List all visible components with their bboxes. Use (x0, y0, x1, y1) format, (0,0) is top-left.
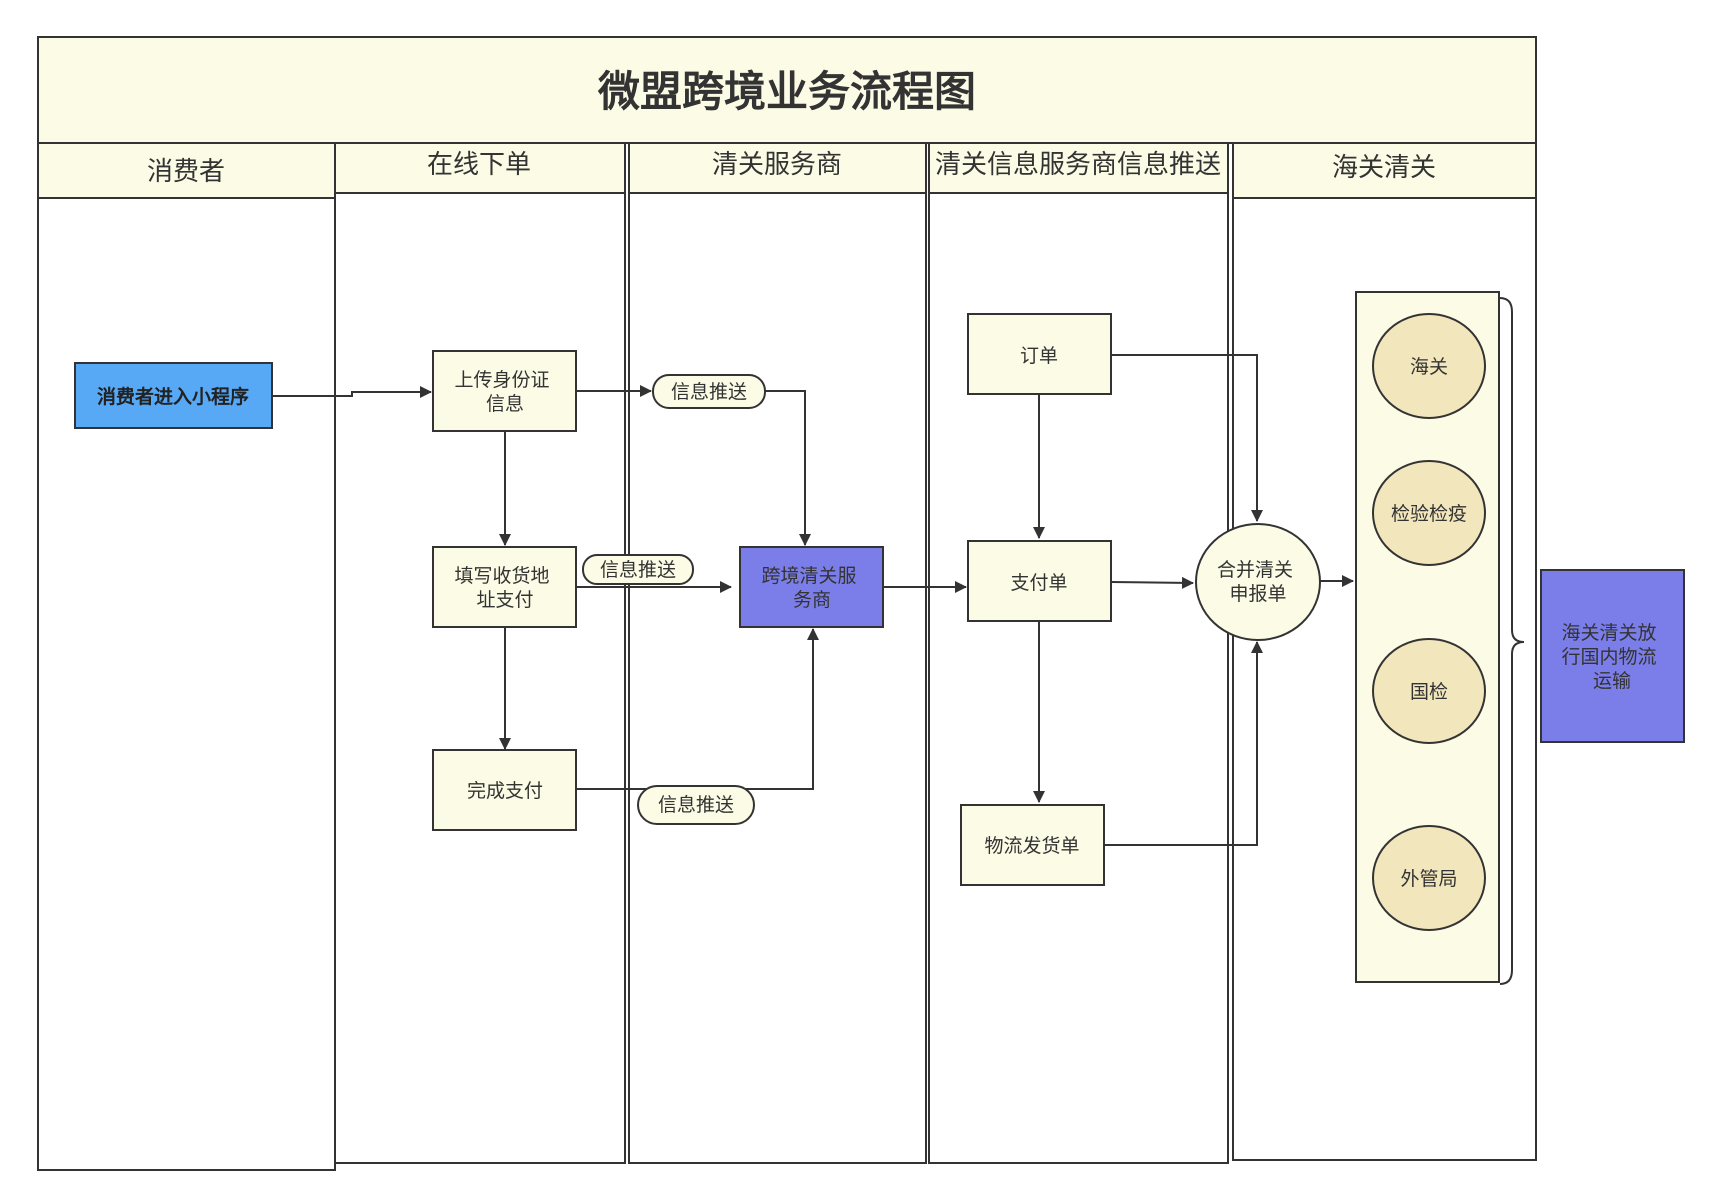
lane-customs-clearance: 海关清关 (1232, 142, 1537, 1161)
node-complete-payment[interactable]: 完成支付 (432, 749, 577, 831)
node-inspection[interactable]: 检验检疫 (1372, 460, 1486, 566)
node-merge-declaration-line1: 合并清关 (1217, 559, 1293, 581)
lane-online-order: 在线下单 (334, 142, 626, 1164)
node-crossborder-provider-line2: 务商 (793, 589, 831, 611)
arrow-logistics-to-merge (1104, 641, 1263, 846)
edge-label-push-1-text: 信息推送 (671, 381, 747, 403)
title-header: 微盟跨境业务流程图 (37, 36, 1537, 144)
node-release-line2: 行国内物流 (1561, 646, 1656, 668)
arrow-order-to-merge (1111, 354, 1263, 522)
node-payment-slip[interactable]: 支付单 (967, 540, 1112, 622)
node-forex-bureau-label: 外管局 (1400, 868, 1457, 890)
node-merge-declaration-line2: 申报单 (1229, 583, 1286, 605)
node-order-label: 订单 (1020, 345, 1058, 367)
svg-text:合并清关 申报单: 合并清关 申报单 (1217, 559, 1299, 605)
node-fill-address-line1: 填写收货地 (454, 565, 549, 587)
edge-label-push-1: 信息推送 (652, 374, 766, 409)
edge-label-push-2: 信息推送 (582, 554, 694, 585)
node-fill-address-line2: 址支付 (476, 589, 533, 611)
lane-title-online-order: 在线下单 (427, 150, 531, 180)
arrow-complete-to-provider (577, 628, 819, 790)
node-order[interactable]: 订单 (967, 313, 1112, 395)
node-customs-label: 海关 (1410, 356, 1448, 378)
brace-agencies (1499, 297, 1525, 985)
lane-title-customs-clearance: 海关清关 (1332, 153, 1436, 183)
node-upload-id-line2: 信息 (486, 393, 524, 415)
node-complete-payment-label: 完成支付 (467, 780, 543, 802)
lane-title-clearance-provider: 清关服务商 (712, 150, 842, 180)
arrow-start-to-upload (272, 386, 432, 398)
edge-label-push-3-text: 信息推送 (658, 794, 734, 816)
node-upload-id-line1: 上传身份证 (454, 369, 549, 391)
node-inspection-label: 检验检疫 (1391, 503, 1467, 525)
node-release[interactable]: 海关清关放 行国内物流 运输 (1540, 569, 1685, 743)
node-crossborder-provider[interactable]: 跨境清关服 务商 (739, 546, 884, 628)
svg-text:跨境清关服 务商: 跨境清关服 务商 (761, 565, 862, 611)
node-payment-slip-label: 支付单 (1010, 572, 1067, 594)
node-release-line1: 海关清关放 (1561, 622, 1656, 644)
arrow-payment-to-merge (1110, 576, 1194, 589)
diagram-title: 微盟跨境业务流程图 (597, 67, 976, 116)
node-customs[interactable]: 海关 (1372, 313, 1486, 419)
node-logistics-slip-label: 物流发货单 (984, 835, 1079, 857)
node-forex-bureau[interactable]: 外管局 (1372, 825, 1486, 931)
lane-title-consumer: 消费者 (147, 157, 225, 187)
edge-label-push-3: 信息推送 (637, 785, 755, 825)
node-merge-declaration[interactable]: 合并清关 申报单 (1195, 523, 1321, 641)
node-upload-id[interactable]: 上传身份证 信息 (432, 350, 577, 432)
node-national-inspection-label: 国检 (1410, 681, 1448, 703)
node-logistics-slip[interactable]: 物流发货单 (960, 804, 1105, 886)
node-fill-address[interactable]: 填写收货地 址支付 (432, 546, 577, 628)
lane-title-info-push: 清关信息服务商信息推送 (935, 150, 1221, 180)
node-enter-miniprogram[interactable]: 消费者进入小程序 (74, 362, 273, 429)
node-crossborder-provider-line1: 跨境清关服 (761, 565, 856, 587)
node-release-line3: 运输 (1593, 670, 1631, 692)
svg-text:海关清关放 行国内物流 运输: 海关清关放 行国内物流 运输 (1561, 622, 1662, 692)
lane-clearance-provider: 清关服务商 (628, 142, 927, 1164)
svg-text:上传身份证 信息: 上传身份证 信息 (454, 369, 555, 415)
node-enter-miniprogram-label: 消费者进入小程序 (97, 385, 249, 408)
svg-text:填写收货地 址支付: 填写收货地 址支付 (454, 565, 555, 611)
lane-info-push: 清关信息服务商信息推送 (928, 142, 1229, 1164)
edge-label-push-2-text: 信息推送 (600, 559, 676, 581)
arrow-push1-to-provider (765, 390, 811, 546)
lane-consumer: 消费者 (37, 142, 336, 1171)
node-national-inspection[interactable]: 国检 (1372, 638, 1486, 744)
